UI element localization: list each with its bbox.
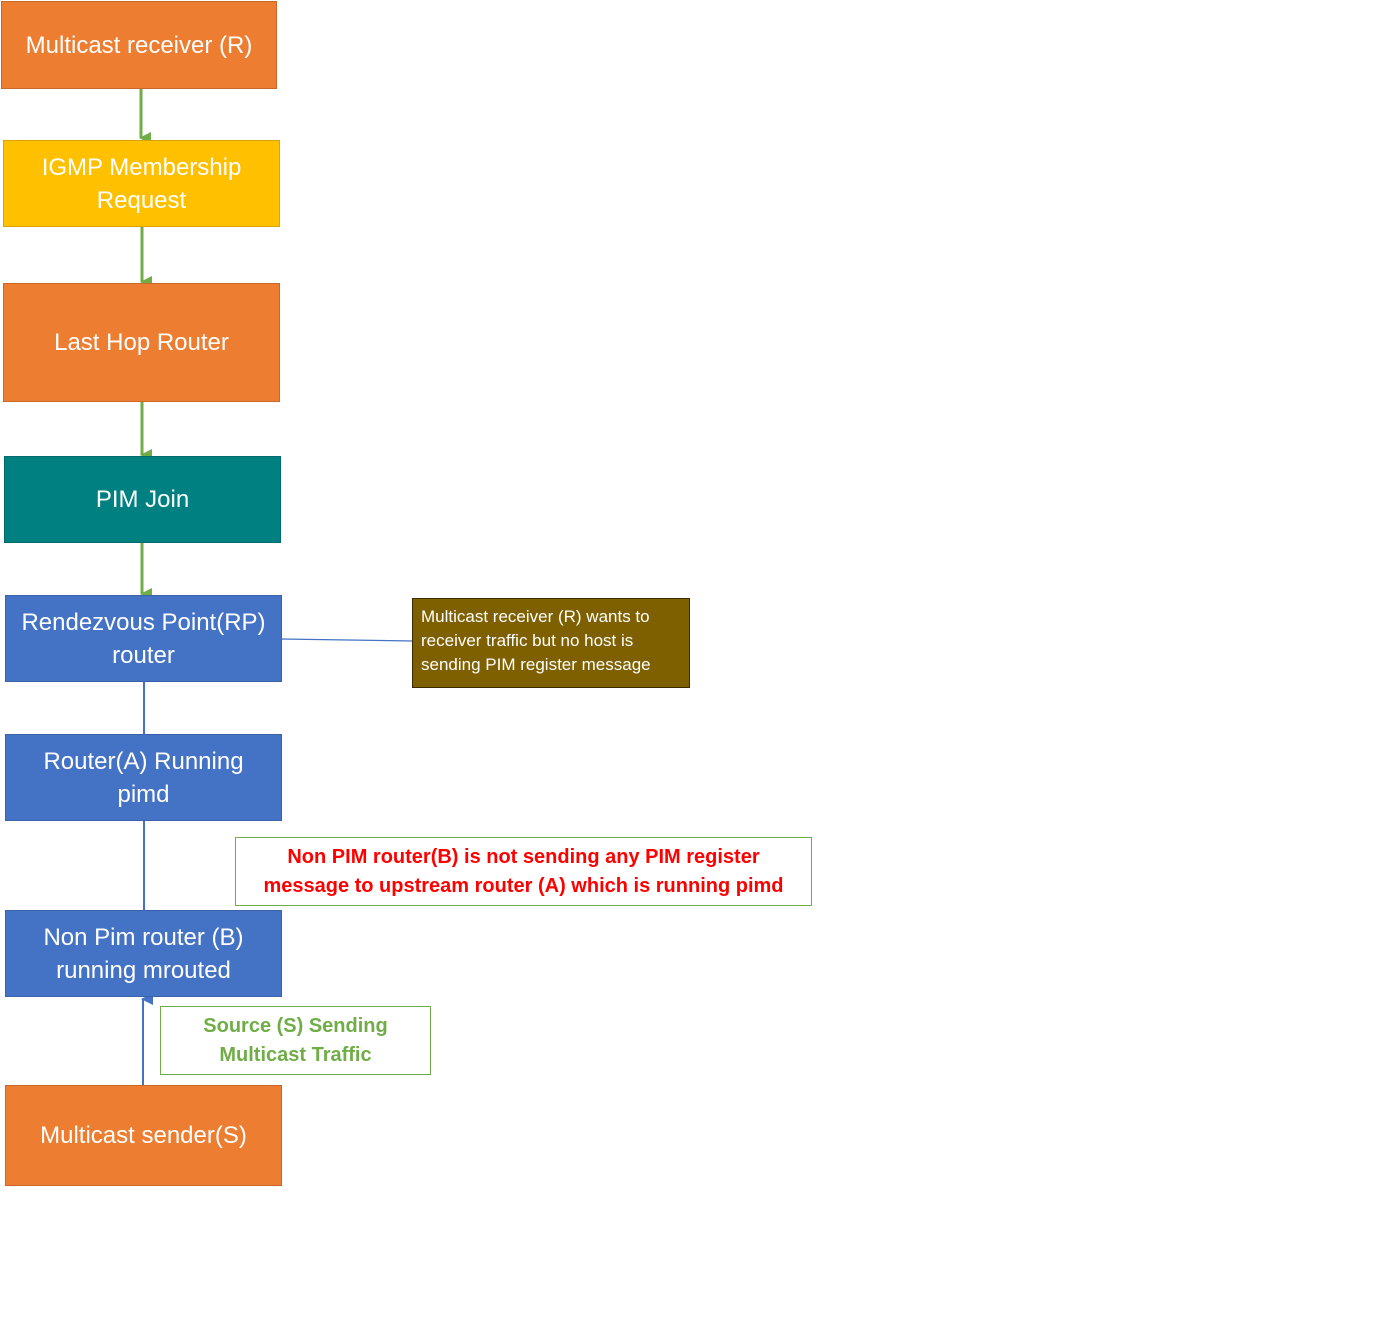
source-note-text: Source (S) Sending Multicast Traffic <box>203 1014 388 1066</box>
rp-router-node: Rendezvous Point(RP) router <box>5 595 282 682</box>
source-note-callout: Source (S) Sending Multicast Traffic <box>160 1006 431 1075</box>
multicast-sender-node: Multicast sender(S) <box>5 1085 282 1186</box>
router-a-label: Router(A) Running pimd <box>43 747 244 808</box>
igmp-membership-node: IGMP Membership Request <box>3 140 280 227</box>
last-hop-router-node: Last Hop Router <box>3 283 280 402</box>
multicast-receiver-node: Multicast receiver (R) <box>1 1 277 89</box>
router-b-label: Non Pim router (B) running mrouted <box>43 923 244 984</box>
router-a-node: Router(A) Running pimd <box>5 734 282 821</box>
callout-line-rp-note <box>280 638 414 642</box>
multicast-sender-label: Multicast sender(S) <box>40 1122 247 1149</box>
router-b-note-callout: Non PIM router(B) is not sending any PIM… <box>235 837 812 906</box>
router-b-node: Non Pim router (B) running mrouted <box>5 910 282 997</box>
rp-router-label: Rendezvous Point(RP) router <box>21 608 266 669</box>
last-hop-router-label: Last Hop Router <box>54 329 229 356</box>
pim-join-label: PIM Join <box>95 486 190 513</box>
router-b-note-text: Non PIM router(B) is not sending any PIM… <box>263 845 784 897</box>
rp-note-text: Multicast receiver (R) wants to receiver… <box>421 607 651 674</box>
pim-join-node: PIM Join <box>4 456 281 543</box>
rp-note-callout: Multicast receiver (R) wants to receiver… <box>412 598 690 688</box>
multicast-receiver-label: Multicast receiver (R) <box>25 31 253 59</box>
igmp-membership-label: IGMP Membership Request <box>41 153 242 214</box>
